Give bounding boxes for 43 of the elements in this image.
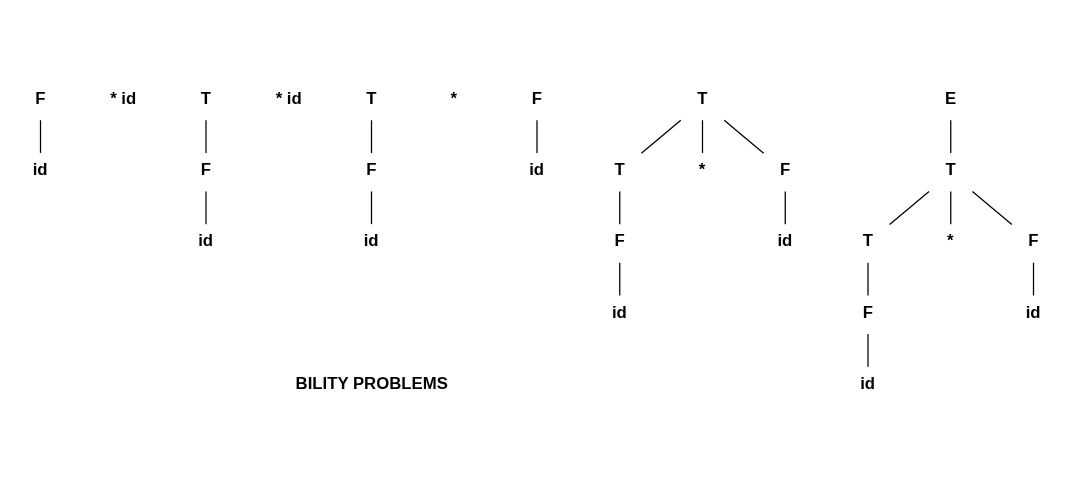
node-text: F xyxy=(862,302,873,322)
node-text: F xyxy=(366,160,377,180)
node-text: id xyxy=(860,373,876,393)
connector xyxy=(784,190,786,225)
node-text: F xyxy=(780,160,791,180)
node-text: id xyxy=(32,160,48,180)
connector xyxy=(370,190,373,225)
node-text: id xyxy=(198,231,214,251)
connector xyxy=(619,190,621,225)
label: * xyxy=(450,88,458,108)
connector xyxy=(723,119,765,154)
node-text: F xyxy=(200,160,211,180)
label: * id xyxy=(275,88,302,108)
node-text: F xyxy=(35,88,46,108)
node-text: E xyxy=(944,88,957,108)
connector xyxy=(950,119,952,154)
node-text: id xyxy=(529,160,545,180)
node-text: T xyxy=(945,160,956,180)
node-text: * xyxy=(698,160,706,180)
connector xyxy=(370,119,373,154)
node-text: T xyxy=(614,160,625,180)
node-text: F xyxy=(531,88,542,108)
node-text: T xyxy=(697,88,708,108)
connector xyxy=(888,190,930,226)
connector xyxy=(1032,262,1035,297)
connector xyxy=(971,190,1013,226)
connector xyxy=(619,262,621,297)
node-text: id xyxy=(777,231,793,251)
node-text: * xyxy=(947,231,954,251)
node-text: id xyxy=(611,302,627,322)
node-text: T xyxy=(366,88,377,108)
label: BILITY PROBLEMS xyxy=(295,373,448,393)
node-text: F xyxy=(1028,231,1039,251)
label: * id xyxy=(110,88,137,108)
node-text: T xyxy=(862,231,873,251)
connector xyxy=(701,119,704,154)
node-text: F xyxy=(614,231,625,251)
node-text: id xyxy=(1025,302,1041,322)
node-text: id xyxy=(363,231,379,251)
connector xyxy=(39,119,42,154)
connector xyxy=(640,119,682,154)
node-text: T xyxy=(200,88,211,108)
connector xyxy=(950,190,952,225)
